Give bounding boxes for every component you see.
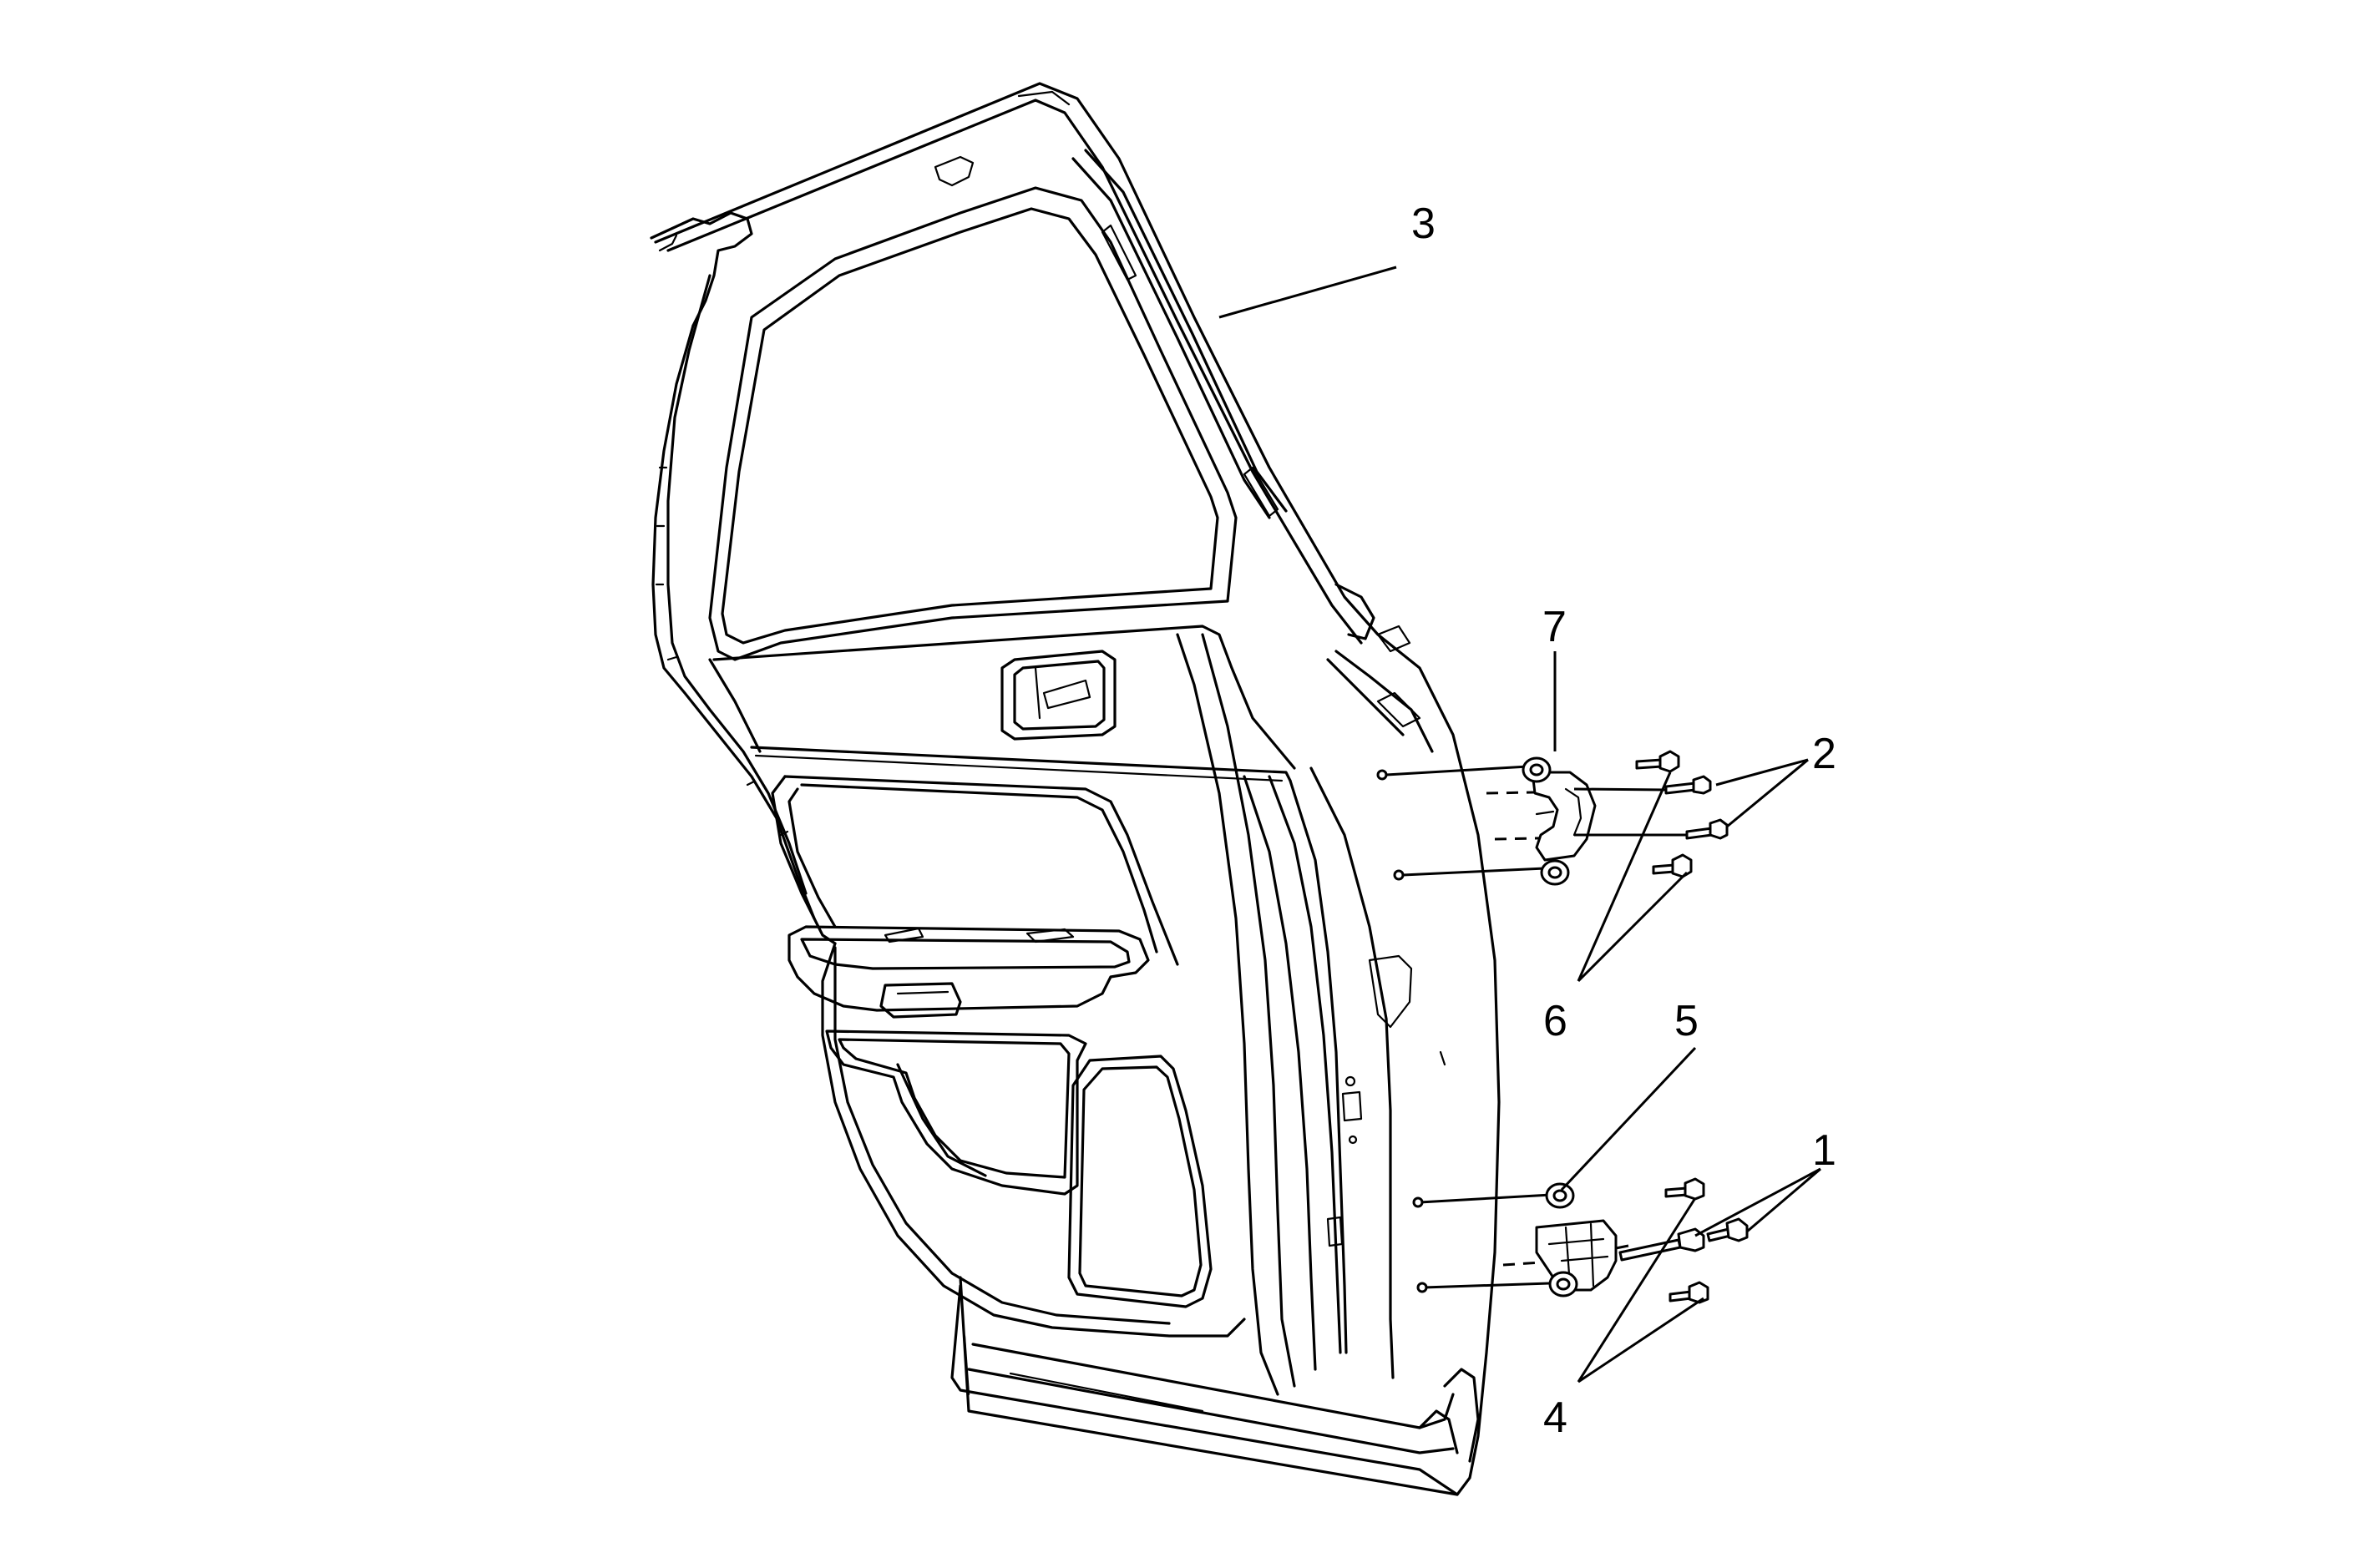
leader-4b: [1577, 1297, 1704, 1383]
callout-3: 3: [1411, 200, 1436, 248]
trim-panel-lower: [783, 775, 1179, 966]
callout-5: 5: [1674, 997, 1699, 1045]
leader-6a: [1577, 771, 1672, 982]
lower-hinge-group: [1412, 1177, 1749, 1304]
speaker-grille: [1067, 1055, 1213, 1308]
map-pocket: [825, 1029, 1087, 1196]
leader-3: [1218, 266, 1397, 319]
hinge-bolt-upper-body: [1635, 750, 1680, 773]
lower-hinge-bolt-4: [1706, 1217, 1749, 1242]
lower-hinge-bolt-3: [1618, 1227, 1705, 1262]
lower-hinge-bolt-2: [1669, 1281, 1709, 1304]
callout-7: 7: [1542, 603, 1567, 651]
lower-hinge-bolt-1: [1664, 1177, 1705, 1201]
trim-panel-upper: [712, 625, 1296, 770]
door-inner-pillar: [1176, 633, 1279, 1396]
leader-4a: [1577, 1197, 1697, 1383]
hinge-bolt-door-upper: [1664, 775, 1712, 795]
leader-6b: [1577, 871, 1689, 983]
lower-door-hinge: [1535, 1219, 1618, 1292]
door-frame-outer: [654, 82, 1501, 1496]
door-left-edge: [651, 324, 816, 920]
trim-panel-beltline: [750, 746, 1292, 782]
callout-4: 4: [1543, 1394, 1567, 1442]
leader-2a: [1715, 758, 1809, 787]
rear-door-assembly: [650, 82, 1501, 1496]
leader-1a: [1746, 1167, 1821, 1233]
door-frame-outer-2: [666, 99, 1363, 645]
leader-2b: [1726, 758, 1809, 828]
door-bottom-rocker: [950, 1284, 1459, 1496]
upper-corner-bracket: [650, 211, 753, 327]
upper-hinge-bolt-line-bottom: [1402, 867, 1546, 877]
armrest: [787, 925, 1150, 1019]
latch-hole: [1341, 1090, 1363, 1122]
window-opening: [708, 186, 1238, 661]
callout-labels: 3 7 2 6 5 1 4: [1411, 200, 1836, 1442]
upper-hinge-bolt-line-top: [1385, 765, 1529, 776]
callout-1: 1: [1812, 1126, 1836, 1175]
callout-leaders: [1218, 266, 1821, 1383]
leader-1b: [1694, 1167, 1821, 1237]
interior-door-handle: [1000, 650, 1117, 741]
callout-2: 2: [1812, 730, 1836, 778]
upper-hinge-group: [1376, 750, 1729, 886]
hinge-bolt-lower-body: [1652, 853, 1693, 878]
upper-door-hinge: [1531, 771, 1597, 862]
leader-5: [1560, 1046, 1697, 1191]
hinge-bolt-door-lower: [1685, 818, 1729, 840]
callout-6: 6: [1543, 997, 1567, 1045]
